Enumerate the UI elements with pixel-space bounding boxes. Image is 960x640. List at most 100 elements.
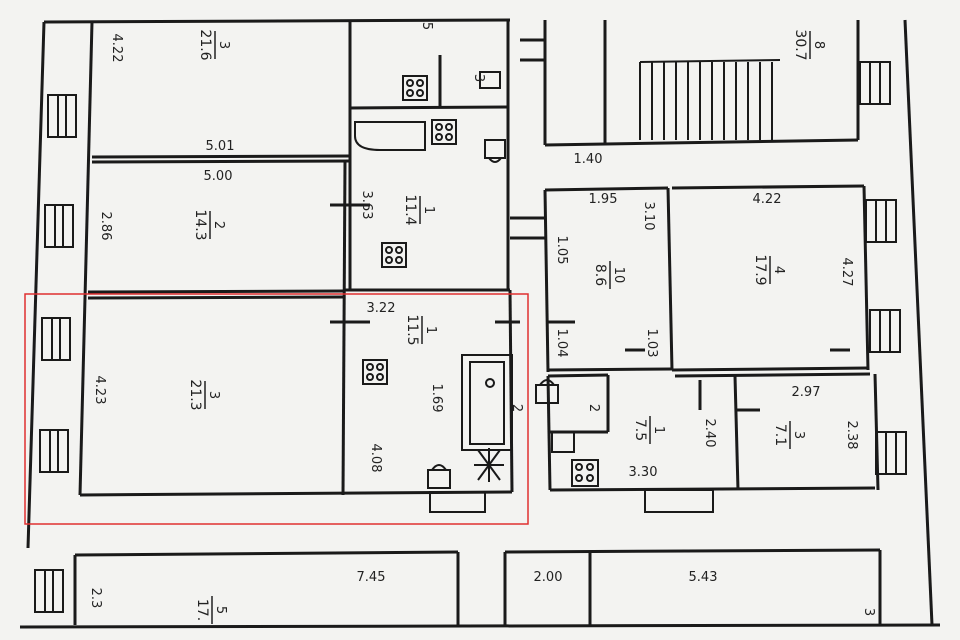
svg-text:21.3: 21.3 [187,379,203,410]
top-wall [43,18,511,24]
room-label: 2 [586,404,601,412]
svg-text:7.1: 7.1 [772,424,788,446]
wall-bottom-strip-top2 [504,548,881,554]
window-bottom-2 [429,491,486,513]
wall-r4-right [862,185,870,371]
room-label: 1 11.4 [402,194,436,225]
stove-icon [431,119,457,145]
svg-text:14.3: 14.3 [192,209,208,240]
room-label: 3 7.1 [772,421,806,449]
svg-text:5: 5 [419,22,434,30]
wall-wc-bottom [349,105,509,110]
room-labels: 3 21.6 5 3 8 30.7 2 14.3 1 11.4 10 8.6 [187,22,876,624]
wall-r2-top [91,159,351,164]
dimension-label: 1.95 [589,192,618,207]
svg-text:7.5: 7.5 [632,419,648,441]
sink-icon [551,431,575,453]
wall-r2b-top [547,373,609,378]
wall-r10-top [544,186,669,192]
svg-text:3: 3 [791,431,806,439]
room-label: 4 17.9 [752,254,786,285]
svg-text:17.9: 17.9 [752,254,768,285]
dimension-label: 1.05 [554,236,569,265]
room-label: 3 [471,74,486,82]
dimension-label: 3.10 [641,202,656,231]
toilet-icon [484,139,506,163]
svg-text:2: 2 [509,404,524,412]
dimension-label: 2.97 [792,385,821,400]
dimension-label: 1.69 [429,384,444,413]
dimension-label: 3.30 [629,465,658,480]
svg-text:8: 8 [811,41,826,49]
room-label: 1 11.5 [404,314,438,345]
wall-r3-bottom [91,154,351,159]
drain-icon [485,378,495,388]
bathtub-icon [354,121,426,151]
dimension-label: 1.04 [554,329,569,358]
svg-text:2: 2 [586,404,601,412]
window-left-1 [47,94,77,138]
window-right-2 [865,199,897,243]
window-left-5 [34,569,64,613]
room-label: 8 30.7 [792,29,826,60]
svg-text:4: 4 [771,266,786,274]
svg-text:3: 3 [216,41,231,49]
windows [34,61,907,613]
window-left-3 [41,317,71,361]
room-label: 3 21.3 [187,379,221,410]
wall-stair-bottom [544,138,859,147]
wall-lower-left [546,375,552,491]
stove-icon [362,359,388,385]
svg-text:1: 1 [421,206,436,214]
dimension-label: 1.40 [574,152,603,167]
room-label: 3 [861,608,876,616]
dimension-label: 4.08 [368,444,383,473]
wall-r10-bottom [547,367,673,372]
stove-icon [381,242,407,268]
room-label: 10 8.6 [592,261,626,289]
svg-text:3: 3 [861,608,876,616]
wall-r4-bottom [671,366,869,372]
outer-left-wall [26,21,46,549]
svg-text:17.: 17. [194,599,210,621]
dimension-label: 5.43 [689,570,718,585]
dimension-label: 4.23 [92,376,107,405]
fixtures [354,71,599,489]
wall-partition-b [341,161,347,496]
toilet-icon [535,379,559,404]
dimension-label: 4.27 [839,258,854,287]
wall-bottom-strip-top [74,550,459,557]
svg-text:5: 5 [213,606,228,614]
selected-apartment-highlight [24,293,529,525]
toilet-icon [427,464,451,489]
wall-r4-top [671,184,865,190]
room-label: 5 17. [194,596,228,624]
dimension-labels: 4.22 5.01 5.00 2.86 3.63 1.40 1.95 3.10 … [88,34,859,609]
svg-text:1: 1 [423,326,438,334]
water-heater-icon [474,448,504,482]
bath-enclosure-icon [461,354,513,451]
dimension-label: 3.22 [367,301,396,316]
room-label: 1 7.5 [632,416,666,444]
room-label: 5 [419,22,434,30]
sink-icon [479,71,501,89]
svg-text:21.6: 21.6 [197,29,213,60]
window-right-3 [869,309,901,353]
svg-text:3: 3 [471,74,486,82]
window-left-4 [39,429,69,473]
dimension-label: 5.01 [206,139,235,154]
dimension-label: 2.00 [534,570,563,585]
wall-r10-left [543,189,550,373]
room-label: 2 [509,404,524,412]
stove-icon [402,75,428,101]
svg-text:11.5: 11.5 [404,314,420,345]
svg-text:1: 1 [651,426,666,434]
dimension-label: 7.45 [357,570,386,585]
svg-text:8.6: 8.6 [592,264,608,286]
wall-r2-bottom [87,289,346,294]
wall-r10-right [666,187,674,371]
room-label: 3 21.6 [197,29,231,60]
window-bottom-1 [644,489,714,513]
